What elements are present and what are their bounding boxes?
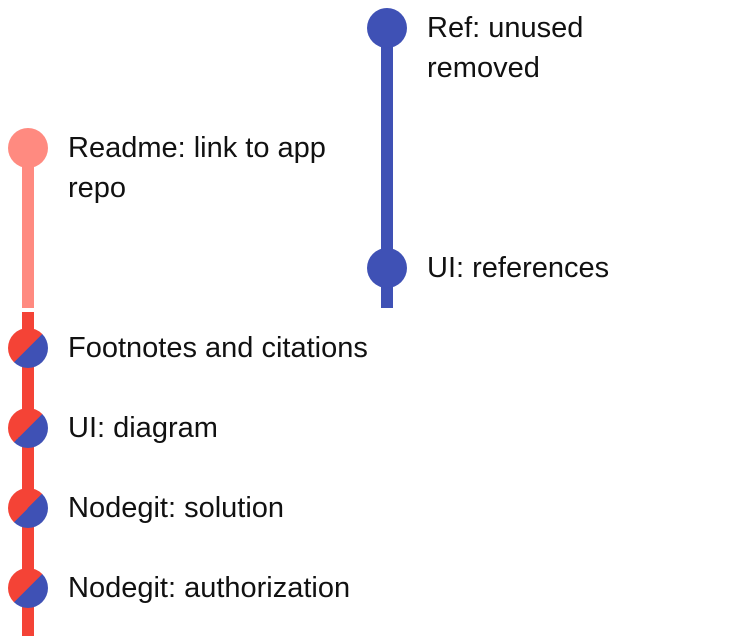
commit-dot-readme-link[interactable] [8,128,48,168]
commit-dot-footnotes[interactable] [8,328,48,368]
commit-dot-ref-unused-removed[interactable] [367,8,407,48]
commit-message-ui-references: UI: references [427,252,610,284]
commit-dot-nodegit-authorization[interactable] [8,568,48,608]
commit-message-nodegit-authorization: Nodegit: authorization [68,572,351,604]
commit-message-readme-link: Readme: link to app repo [68,132,326,204]
commit-dot-ui-diagram[interactable] [8,408,48,448]
commit-message-nodegit-solution: Nodegit: solution [68,492,285,524]
commit-dot-nodegit-solution[interactable] [8,488,48,528]
commit-message-ui-diagram: UI: diagram [68,412,218,444]
commit-message-ref-unused-removed: Ref: unused removed [427,12,584,84]
commit-message-footnotes: Footnotes and citations [68,332,368,364]
commit-dot-ui-references[interactable] [367,248,407,288]
